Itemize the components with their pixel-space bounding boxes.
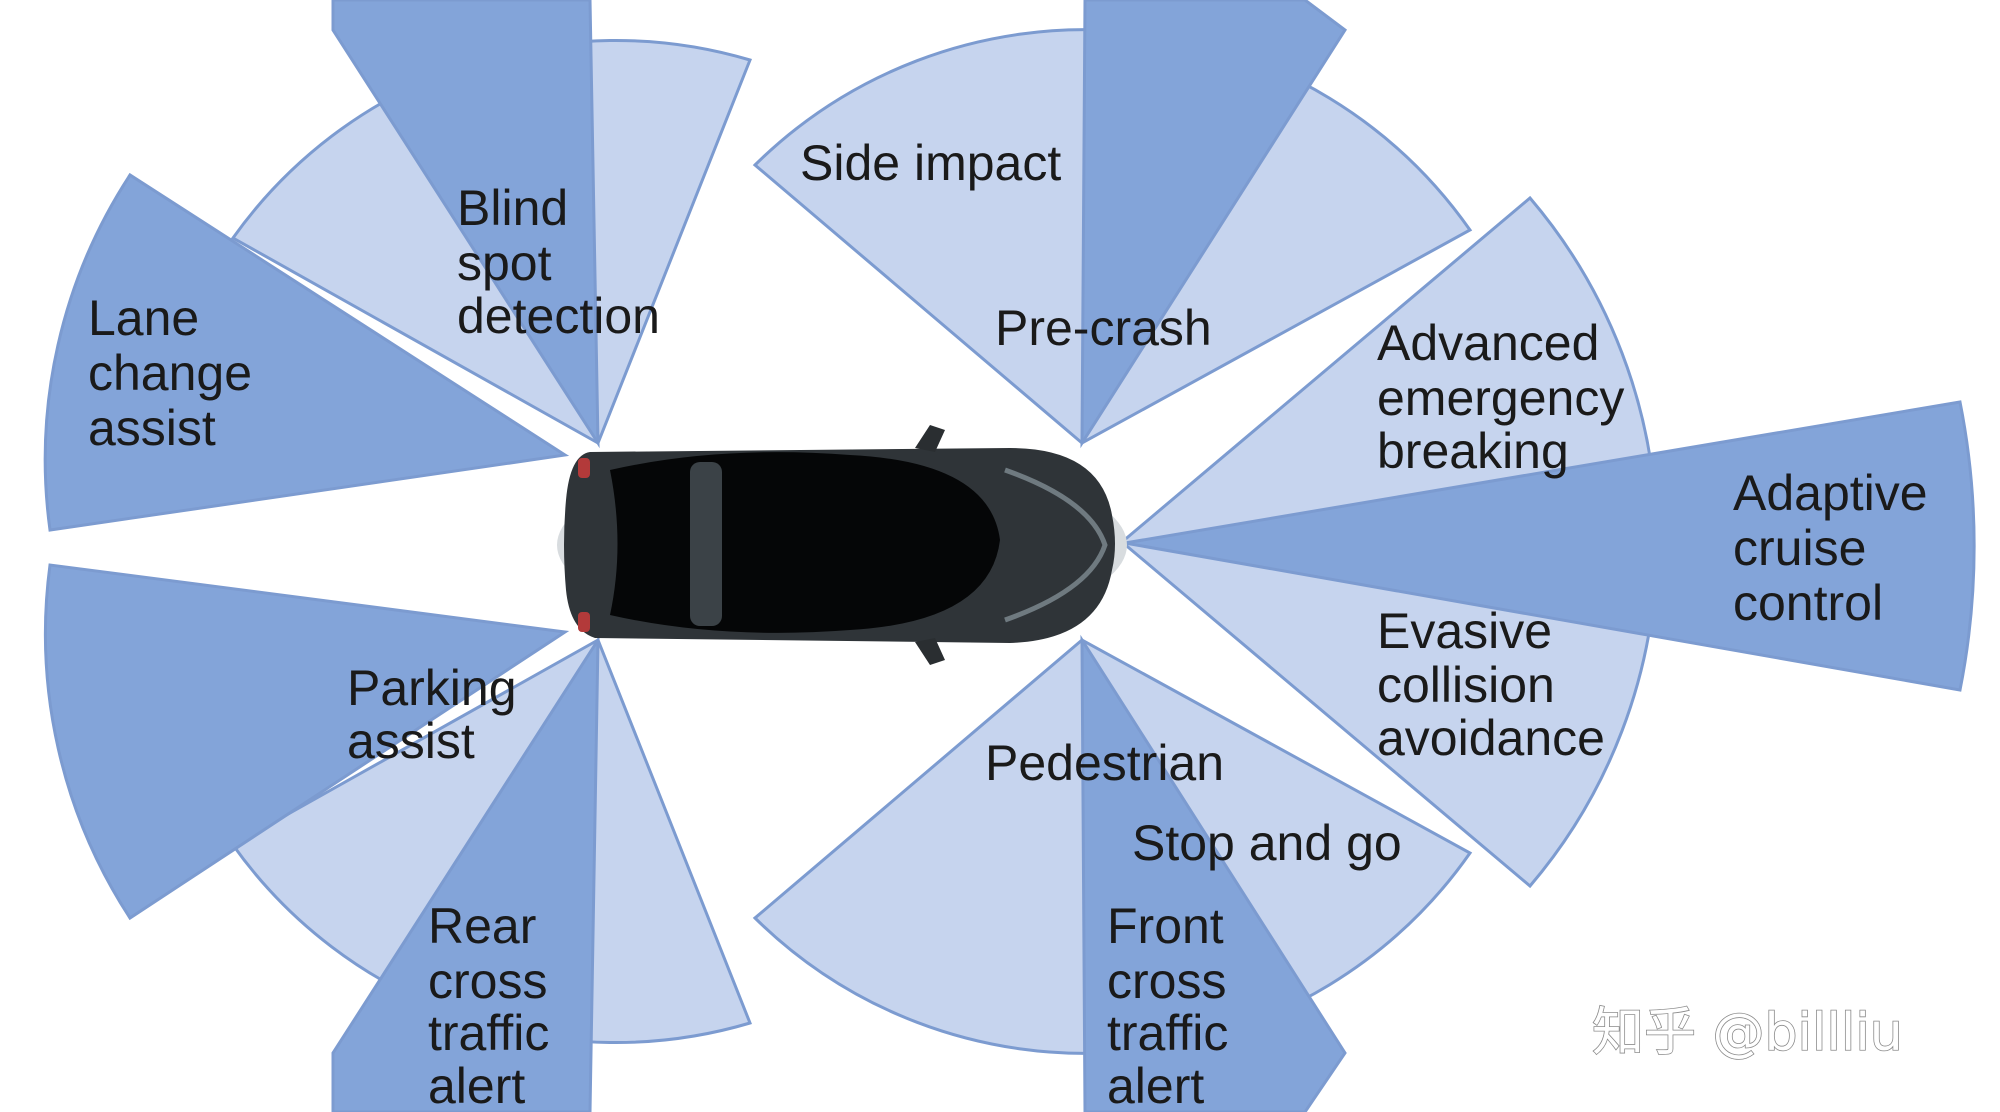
- label-stop-and-go: Stop and go: [1132, 815, 1402, 871]
- car-tail-light-bottom: [578, 612, 590, 632]
- label-pre-crash: Pre-crash: [995, 300, 1212, 356]
- car-mirror-right: [915, 638, 945, 665]
- car-roof-strip: [690, 462, 722, 626]
- label-front-cross: Front cross traffic alert: [1107, 898, 1242, 1112]
- car-tail-light-top: [578, 458, 590, 478]
- feature-labels: Side impact Blind spot detection Lane ch…: [88, 135, 1942, 1112]
- label-evasive-collision: Evasive collision avoidance: [1377, 603, 1605, 766]
- label-parking-assist: Parking assist: [347, 660, 530, 769]
- label-blind-spot: Blind spot detection: [457, 180, 660, 344]
- label-side-impact: Side impact: [800, 135, 1061, 191]
- sector-lane-change-dark: [43, 172, 570, 532]
- sector-side-impact-dark: [1080, 0, 1348, 449]
- car-mirror-left: [915, 425, 945, 452]
- dark-sectors: [43, 0, 1976, 1112]
- car-top-view: [557, 425, 1127, 665]
- sector-rear-cross-dark: [331, 634, 600, 1112]
- car-glass-roof: [610, 452, 1000, 633]
- label-pedestrian: Pedestrian: [985, 735, 1224, 791]
- watermark: 知乎 @billliu: [1592, 1003, 1903, 1063]
- label-lane-change: Lane change assist: [88, 290, 266, 456]
- sector-front-cross-dark: [1080, 634, 1347, 1112]
- car-hood-line: [1004, 467, 1108, 623]
- label-advanced-emergency: Advanced emergency breaking: [1377, 315, 1638, 479]
- sector-adaptive-cruise-dark: [1124, 400, 1976, 692]
- label-rear-cross: Rear cross traffic alert: [428, 898, 563, 1112]
- label-adaptive-cruise: Adaptive cruise control: [1733, 465, 1942, 631]
- sector-parking-dark: [43, 563, 570, 921]
- sector-blind-spot-dark: [331, 0, 600, 449]
